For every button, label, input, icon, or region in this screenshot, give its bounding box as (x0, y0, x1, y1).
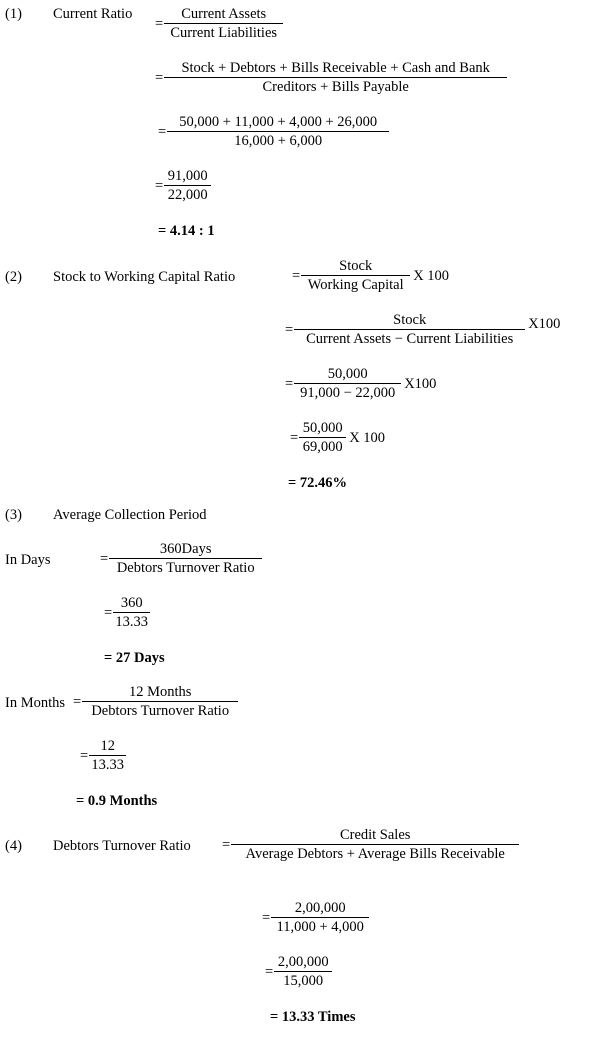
denominator: 11,000 + 4,000 (271, 917, 370, 936)
numerator: 50,000 + 11,000 + 4,000 + 26,000 (179, 114, 378, 130)
equals-sign: = (104, 604, 113, 621)
equals-sign: = (285, 321, 294, 338)
section-2-title: Stock to Working Capital Ratio (53, 269, 236, 285)
denominator: Debtors Turnover Ratio (109, 558, 263, 577)
numerator: 12 Months (128, 684, 192, 700)
equals-sign: = (100, 550, 109, 567)
denominator: 16,000 + 6,000 (167, 131, 390, 150)
section-2-number: (2) (5, 269, 22, 285)
equals-sign: = (158, 123, 167, 140)
numerator: Current Assets (181, 6, 267, 22)
section-3-title: Average Collection Period (53, 507, 207, 523)
equals-sign: = (262, 909, 271, 926)
equals-sign: = (73, 693, 82, 710)
multiplier: X100 (528, 315, 561, 332)
section-4-title: Debtors Turnover Ratio (53, 838, 191, 854)
denominator: 15,000 (274, 971, 333, 990)
denominator: 69,000 (299, 437, 347, 456)
multiplier: X100 (404, 375, 437, 392)
equals-sign: = (80, 747, 89, 764)
numerator: Stock (393, 312, 427, 328)
numerator: 360 (120, 595, 143, 611)
days-result: = 27 Days (104, 650, 165, 666)
numerator: 91,000 (167, 168, 208, 184)
numerator: 50,000 (302, 420, 343, 436)
numerator: Stock (339, 258, 373, 274)
denominator: 13.33 (89, 755, 127, 774)
numerator: 12 (100, 738, 115, 754)
denominator: 22,000 (164, 185, 212, 204)
fraction: Stock + Debtors + Bills Receivable + Cas… (164, 59, 508, 96)
section-1-title: Current Ratio (53, 6, 133, 22)
equals-sign: = (155, 69, 164, 86)
equals-sign: = (292, 267, 301, 284)
section-4-result: = 13.33 Times (270, 1009, 356, 1025)
section-3-number: (3) (5, 507, 22, 523)
equals-sign: = (155, 15, 164, 32)
in-days-label: In Days (5, 552, 51, 568)
in-months-label: In Months (5, 695, 66, 711)
denominator: Debtors Turnover Ratio (82, 701, 239, 720)
numerator: Credit Sales (339, 827, 411, 843)
numerator: 50,000 (327, 366, 368, 382)
denominator: Average Debtors + Average Bills Receivab… (231, 844, 520, 863)
denominator: Working Capital (301, 275, 411, 294)
months-result: = 0.9 Months (76, 793, 158, 809)
formula-step: = Stock + Debtors + Bills Receivable + Ca… (155, 59, 508, 96)
section-1-result: = 4.14 : 1 (158, 223, 215, 239)
denominator: 91,000 − 22,000 (294, 383, 402, 402)
section-2-result: = 72.46% (288, 475, 348, 491)
equals-sign: = (285, 375, 294, 392)
multiplier: X 100 (349, 429, 386, 446)
equals-sign: = (265, 963, 274, 980)
numerator: 360Days (159, 541, 212, 557)
numerator: Stock + Debtors + Bills Receivable + Cas… (181, 60, 490, 76)
denominator: 13.33 (113, 612, 151, 631)
multiplier: X 100 (413, 267, 450, 284)
numerator: 2,00,000 (277, 954, 329, 970)
section-4-number: (4) (5, 838, 22, 854)
equals-sign: = (290, 429, 299, 446)
denominator: Current Assets − Current Liabilities (294, 329, 526, 348)
equals-sign: = (155, 177, 164, 194)
section-1-number: (1) (5, 6, 22, 22)
numerator: 2,00,000 (294, 900, 346, 916)
denominator: Current Liabilities (164, 23, 284, 42)
equals-sign: = (222, 836, 231, 853)
denominator: Creditors + Bills Payable (164, 77, 508, 96)
